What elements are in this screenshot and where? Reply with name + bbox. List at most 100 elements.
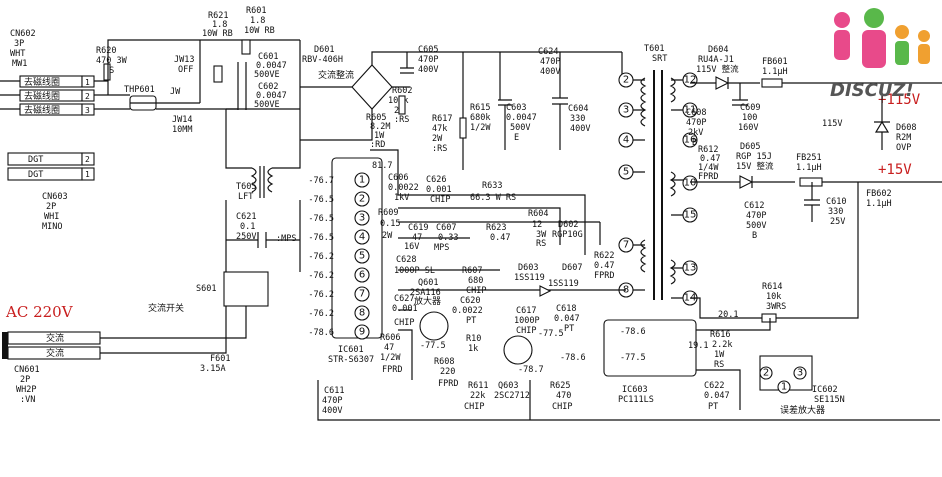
ic602-pin-number: 3 <box>797 368 803 379</box>
cn601-sub: :VN <box>20 395 35 405</box>
ic601-pin-number: 8 <box>359 308 365 319</box>
s601-note: 交流开关 <box>148 302 184 314</box>
ic601-ref: IC601 <box>338 345 364 355</box>
r611-value: 22k <box>470 391 485 401</box>
cn603-pins: 2P <box>46 202 56 212</box>
c617-ref: C617 <box>516 306 536 316</box>
c627-ref: C627 <box>394 294 414 304</box>
ic601-pin-voltage: -76.7 <box>308 176 334 186</box>
ic601-part: STR-S6307 <box>328 355 374 365</box>
r625-value: 470 <box>556 391 571 401</box>
c606-rating: 1kV <box>394 193 409 203</box>
ic601-pin-circle <box>354 210 370 226</box>
ic602-pin-number: 2 <box>763 368 769 379</box>
c602-rating: 500VE <box>254 100 280 110</box>
r607-type: CHIP <box>466 286 486 296</box>
c609-ref: C609 <box>740 103 760 113</box>
d608-note: OVP <box>896 143 911 153</box>
ic601-pin-circle <box>354 248 370 264</box>
ic603-b-volt: -78.6 <box>560 353 586 363</box>
d604-note: 115V 整流 <box>696 64 739 75</box>
transformer-pin: 12 <box>682 72 698 88</box>
c619-rating: 16V <box>404 242 419 252</box>
cn603-sub: MINO <box>42 222 62 232</box>
q603-transistor <box>503 335 533 365</box>
ic601-pin: 4-76.5 <box>308 229 370 245</box>
ic601-pin-voltage: -78.6 <box>308 328 334 338</box>
r608-type: FPRD <box>438 379 458 389</box>
c611-rating: 400V <box>322 406 342 416</box>
ic601-pin-number: 9 <box>359 327 365 338</box>
cn602-color: WHT <box>10 49 25 59</box>
r616-value: 2.2k <box>712 340 732 350</box>
q601-note: 放大器 <box>414 295 441 307</box>
d602-part: RGP10G <box>552 230 583 240</box>
r605-ref: R605 <box>366 113 386 123</box>
fb602-value: 1.1μH <box>866 199 892 209</box>
cn603-color: WHI <box>44 212 59 222</box>
r606-rating: 1/2W <box>380 353 401 363</box>
discuz-wordmark: DISCUZ! <box>830 80 914 101</box>
r612-ref: R612 <box>698 145 718 155</box>
d604-ref: D604 <box>708 45 728 55</box>
c604-rating: 400V <box>570 124 590 134</box>
cn603-line-2 <box>7 152 83 166</box>
c624-value: 470P <box>540 57 560 67</box>
ic602-pin-circle <box>777 380 791 394</box>
r601-body <box>241 39 251 55</box>
c622-type: PT <box>708 402 718 412</box>
c610-value: 330 <box>828 207 843 217</box>
ic601-pin-circle <box>354 172 370 188</box>
d607-diode <box>539 285 552 297</box>
t601-ref: T601 <box>644 44 664 54</box>
cn602-sub: MW1 <box>12 59 27 69</box>
fb251-value: 1.1μH <box>796 163 822 173</box>
transformer-pin-number: 15 <box>684 210 697 221</box>
c608-value: 470P <box>686 118 706 128</box>
c601-value: 0.0047 <box>256 61 287 71</box>
fb251-ref: FB251 <box>796 153 822 163</box>
transformer-pin-circle <box>618 164 634 180</box>
c605-value: 470P <box>418 55 438 65</box>
c609-rating: 160V <box>738 123 758 133</box>
c611-ref: C611 <box>324 386 344 396</box>
cn603-connector: DGT DGT 2 1 CN603 2P WHI MINO <box>7 152 95 232</box>
c618-type: PT <box>564 324 574 334</box>
cn602-name: CN602 <box>10 29 36 39</box>
d601-note: 交流整流 <box>318 69 354 81</box>
jw14-len: 10MM <box>172 125 192 135</box>
r622-value: 0.47 <box>594 261 614 271</box>
ic602-ref: IC602 <box>812 385 838 395</box>
r622-ref: R622 <box>594 251 614 261</box>
t605-type: LFT <box>238 192 253 202</box>
c622-ref: C622 <box>704 381 724 391</box>
transformer-pin-number: 13 <box>684 263 697 274</box>
transformer-pin-circle <box>682 132 698 148</box>
ic601-pin-circle <box>354 305 370 321</box>
ic602-part: SE115N <box>814 395 845 405</box>
transformer-pin-circle <box>618 132 634 148</box>
c603-ref: C603 <box>506 103 526 113</box>
transformer-pin-circle <box>618 237 634 253</box>
c621-type: :MPS <box>276 234 296 244</box>
r623-ref: R623 <box>486 223 506 233</box>
cn603-pin-2: 2 <box>85 155 90 164</box>
r605-type: :RD <box>370 140 385 150</box>
r615-value: 680k <box>470 113 490 123</box>
ic601-pin-voltage: -76.2 <box>308 309 334 319</box>
r601-rating: 10W RB <box>244 26 275 36</box>
transformer-pin-number: 16 <box>684 135 697 146</box>
d604-part: RU4A-J1 <box>698 55 734 65</box>
ic601-pin-circle <box>354 324 370 340</box>
cn602-line-1-label: 去磁线圈 <box>24 76 60 88</box>
r614-type: RS <box>776 302 786 312</box>
discuz-figures-icon: DISCUZ! <box>830 8 930 101</box>
c612-ref: C612 <box>744 201 764 211</box>
v115-label: +115V <box>878 92 921 108</box>
r611-type: CHIP <box>464 402 484 412</box>
f601-value: 3.15A <box>200 364 226 374</box>
ac220-label: AC 220V <box>5 303 74 321</box>
cn603-pin-1: 1 <box>85 170 90 179</box>
ic602-pin: 2 <box>759 366 773 380</box>
c602-value: 0.0047 <box>256 91 287 101</box>
